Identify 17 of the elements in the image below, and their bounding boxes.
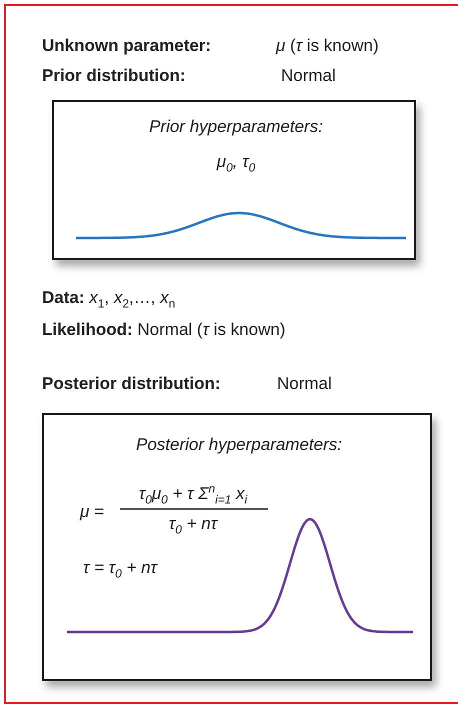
field-value: Normal (277, 374, 332, 394)
box-heading: Posterior hyperparameters: (136, 435, 342, 455)
field-value: μ (τ is known) (276, 36, 379, 56)
field-label: Prior distribution: (42, 66, 186, 86)
data-line: Data: x$_{1}$, x$_{2}$,…, x$_{n}$ (42, 288, 176, 308)
hyperparameter-text: μ$_{0}$, τ$_{0}$ (216, 152, 256, 172)
formula-text: τ = τ$_{0}$ + nτ (83, 558, 157, 578)
formula-numerator: τ$_{0}$μ$_{0}$ + τ Σ$^{n}$$_{i=1}$ x$_{i}$ (138, 484, 248, 504)
panel-box (52, 100, 416, 260)
field-label: Unknown parameter: (42, 36, 212, 56)
field-label: Posterior distribution: (42, 374, 220, 394)
panel-box (42, 413, 432, 681)
field-value: Normal (281, 66, 336, 86)
formula-text: μ = (80, 502, 104, 522)
formula-denominator: τ$_{0}$ + nτ (168, 514, 218, 534)
likelihood-line: Likelihood: Normal (τ is known) (42, 320, 286, 340)
box-heading: Prior hyperparameters: (149, 117, 323, 137)
